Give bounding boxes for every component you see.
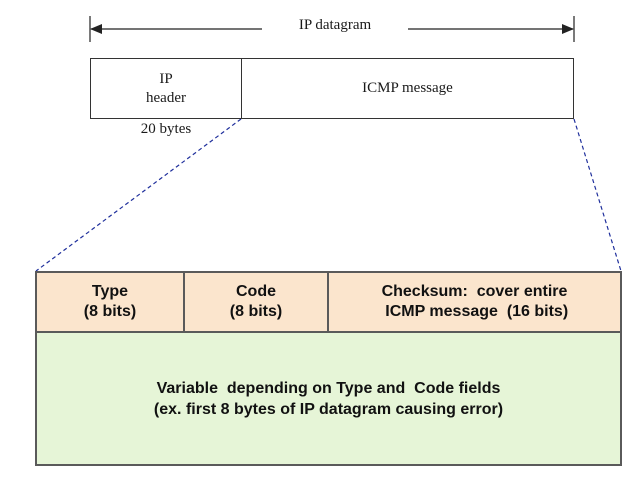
variable-body: Variable depending on Type and Code fiel…: [35, 331, 622, 466]
zoom-line-left: [35, 118, 242, 272]
checksum-field: Checksum: cover entire ICMP message (16 …: [327, 271, 622, 333]
code-field-name: Code: [236, 283, 276, 300]
code-field-size: (8 bits): [229, 303, 283, 320]
icmp-message-box: ICMP message: [241, 58, 574, 119]
checksum-field-line2: ICMP message (16 bits): [380, 303, 569, 320]
variable-body-line1: Variable depending on Type and Code fiel…: [156, 379, 501, 397]
ip-header-size: 20 bytes: [140, 121, 192, 137]
icmp-message-label: ICMP message: [362, 80, 453, 96]
type-field-size: (8 bits): [83, 303, 137, 320]
zoom-line-right: [573, 118, 622, 272]
datagram-label: IP datagram: [280, 17, 390, 34]
ip-header-box: IP header: [90, 58, 242, 119]
checksum-field-line1: Checksum: cover entire: [381, 283, 568, 300]
type-field: Type (8 bits): [35, 271, 185, 333]
variable-body-line2: (ex. first 8 bytes of IP datagram causin…: [153, 400, 504, 418]
ip-header-line1: IP: [159, 70, 173, 87]
ip-header-line2: header: [146, 89, 186, 106]
code-field: Code (8 bits): [183, 271, 329, 333]
type-field-name: Type: [91, 283, 129, 300]
